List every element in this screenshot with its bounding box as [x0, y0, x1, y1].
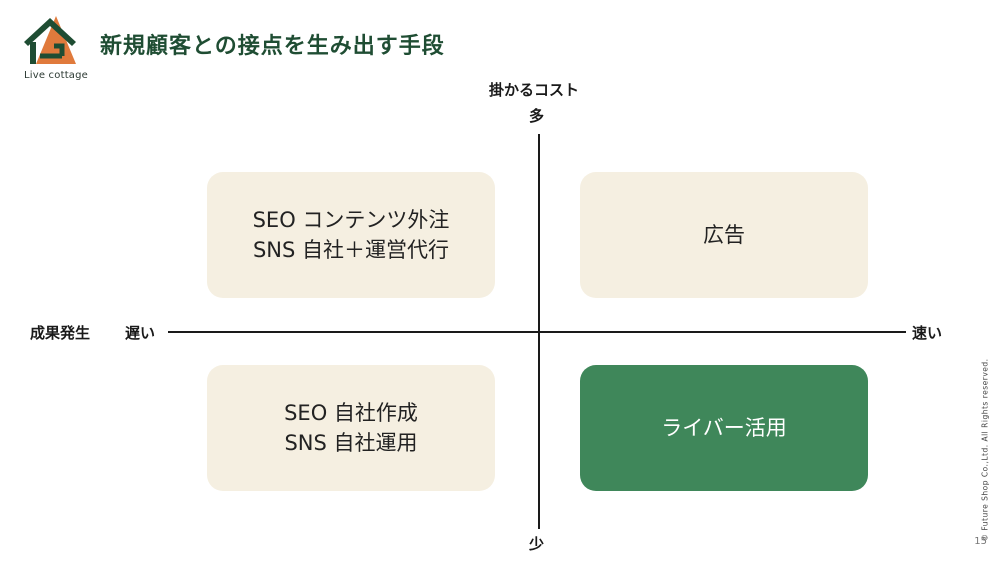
- vertical-axis-title: 掛かるコスト: [489, 81, 580, 99]
- page-title: 新規顧客との接点を生み出す手段: [100, 34, 445, 59]
- vertical-axis-top-label: 多: [529, 107, 545, 125]
- quadrant-bottom-right-highlight: ライバー活用: [580, 365, 868, 491]
- horizontal-axis-title: 成果発生: [30, 324, 91, 342]
- quadrant-top-right: 広告: [580, 172, 868, 298]
- horizontal-axis-line: [168, 331, 906, 333]
- quadrant-bottom-left: SEO 自社作成 SNS 自社運用: [207, 365, 495, 491]
- vertical-axis-bottom-label: 少: [529, 535, 545, 553]
- quadrant-top-left-line2: SNS 自社＋運営代行: [252, 238, 450, 262]
- page-number: 15: [974, 536, 987, 547]
- quadrant-bottom-left-line2: SNS 自社運用: [284, 431, 418, 455]
- horizontal-axis-left-label: 遅い: [125, 324, 156, 342]
- quadrant-bottom-left-line1: SEO 自社作成: [284, 400, 418, 425]
- house-logo-icon: [24, 16, 76, 64]
- logo: Live cottage: [18, 10, 88, 86]
- quadrant-top-left-line1: SEO コンテンツ外注: [252, 207, 450, 232]
- quadrant-top-right-line1: 広告: [703, 222, 745, 247]
- copyright-text: © Future Shop Co.,Ltd. All Rights reserv…: [980, 358, 990, 542]
- quadrant-bottom-right-line1: ライバー活用: [661, 415, 787, 440]
- horizontal-axis-right-label: 速い: [912, 324, 943, 342]
- quadrant-top-left: SEO コンテンツ外注 SNS 自社＋運営代行: [207, 172, 495, 298]
- logo-text: Live cottage: [23, 70, 89, 81]
